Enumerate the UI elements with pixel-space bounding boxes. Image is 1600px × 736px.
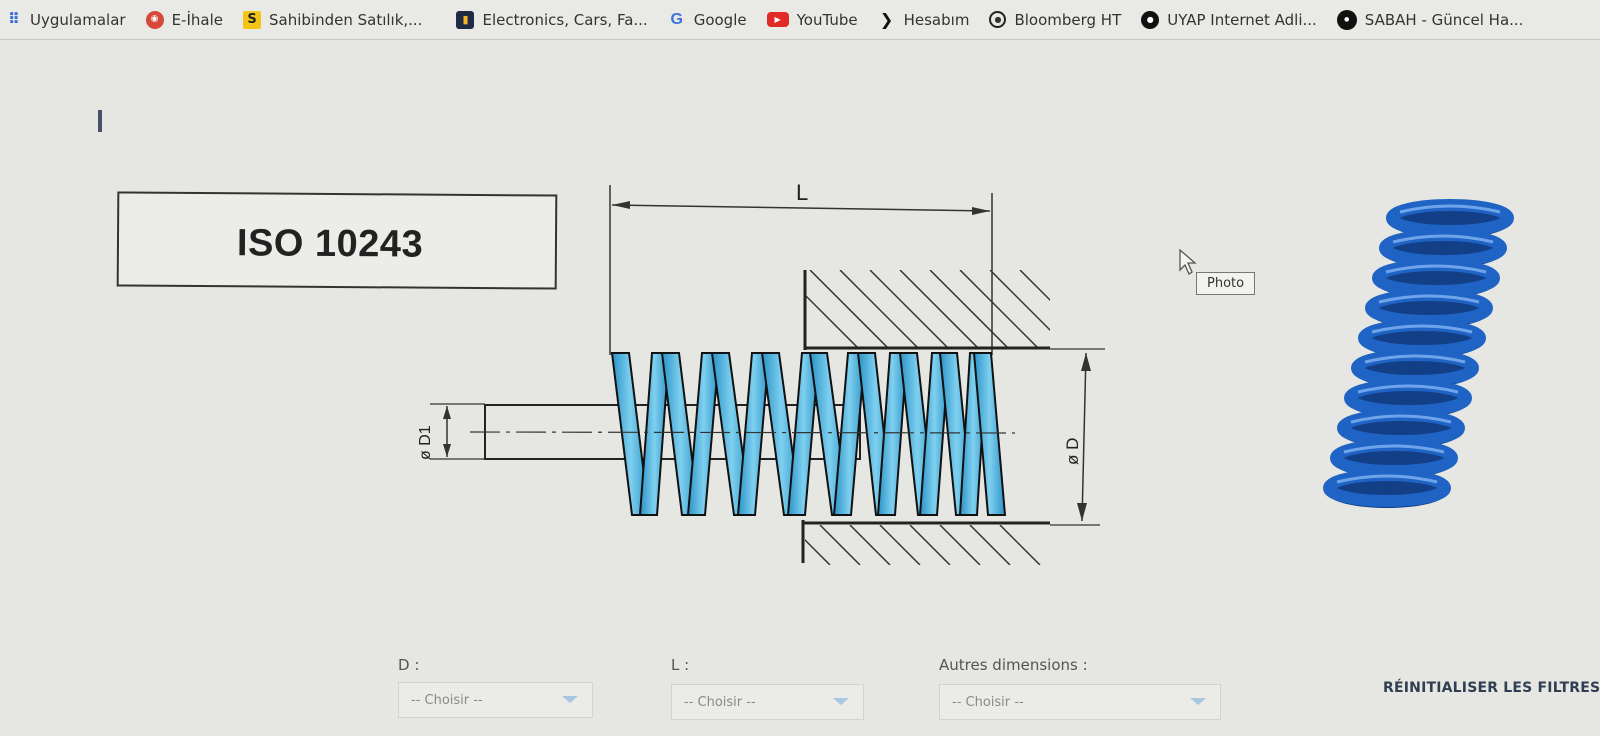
shopping-bag-icon: ▮ <box>456 10 475 29</box>
sahibinden-s-icon: S <box>243 10 261 29</box>
spring-coil-highlight <box>1343 444 1445 454</box>
filter-d-value: -- Choisir -- <box>411 692 483 708</box>
bookmark-label: SABAH - Güncel Ha... <box>1364 10 1524 29</box>
filter-other-value: -- Choisir -- <box>952 694 1024 710</box>
bookmark-apps[interactable]: ⠿ Uygulamalar <box>4 10 126 29</box>
bookmark-sabah[interactable]: ● SABAH - Güncel Ha... <box>1336 9 1524 30</box>
bookmark-youtube[interactable]: ▶ YouTube <box>766 10 858 29</box>
spring-coil-highlight <box>1371 324 1473 334</box>
google-g-icon: G <box>670 10 683 28</box>
bookmark-electronics[interactable]: ▮ Electronics, Cars, Fa... <box>456 10 648 29</box>
arrow-head-d1-bottom <box>443 444 451 457</box>
arrow-head-d-bottom <box>1077 503 1087 521</box>
chevron-down-icon <box>562 696 578 703</box>
spring-coil-highlight <box>1350 414 1452 424</box>
filter-other-select[interactable]: -- Choisir -- <box>939 684 1221 720</box>
spring-coil-highlight <box>1392 234 1494 244</box>
dimension-line-l <box>611 204 991 212</box>
bookmark-label: YouTube <box>796 10 858 29</box>
bookmark-label: Electronics, Cars, Fa... <box>482 10 648 29</box>
text-cursor-mark <box>98 110 102 132</box>
coil-strip <box>972 352 1007 516</box>
chevron-down-icon <box>833 698 849 705</box>
spring-coil-highlight <box>1378 294 1480 304</box>
youtube-icon: ▶ <box>766 12 789 27</box>
spring-technical-diagram: L ø D <box>417 180 1105 565</box>
bookmark-e-ihale[interactable]: ◉ E-İhale <box>145 10 223 29</box>
sabah-icon: ● <box>1336 9 1357 30</box>
filter-d-select[interactable]: -- Choisir -- <box>398 682 593 718</box>
filter-l-label: L : <box>671 656 690 674</box>
standard-title: ISO 10243 <box>236 222 424 266</box>
bookmark-bloomberg[interactable]: ● Bloomberg HT <box>989 11 1121 29</box>
apps-grid-icon: ⠿ <box>8 10 20 28</box>
housing-bottom-hatch <box>805 525 1041 565</box>
bookmark-label: Hesabım <box>903 10 970 29</box>
bookmark-label: Uygulamalar <box>30 10 126 29</box>
mouse-cursor-icon <box>1179 248 1197 275</box>
bookmark-label: Sahibinden Satılık,... <box>269 10 423 29</box>
bloomberg-icon: ● <box>989 11 1007 28</box>
filter-d-label: D : <box>398 656 420 674</box>
bookmark-label: UYAP Internet Adli... <box>1167 10 1317 29</box>
arrow-head-d1-top <box>443 406 451 419</box>
label-d: ø D <box>1063 438 1082 465</box>
ihale-icon: ◉ <box>145 10 164 29</box>
arrow-icon: ❯ <box>879 9 894 29</box>
bookmark-sahibinden[interactable]: S Sahibinden Satılık,... <box>243 10 423 29</box>
arrow-head-l-left <box>612 201 630 209</box>
reset-filters-button[interactable]: RÉINITIALISER LES FILTRES <box>1383 680 1600 696</box>
label-l: L <box>796 180 808 205</box>
bookmark-hesabim[interactable]: ❯ Hesabım <box>878 11 970 29</box>
spring-coils <box>610 352 1007 516</box>
chevron-down-icon <box>1190 698 1206 705</box>
arrow-head-l-right <box>972 207 990 215</box>
bookmarks-bar: ⠿ Uygulamalar ◉ E-İhale S Sahibinden Sat… <box>0 0 1600 40</box>
photo-label: Photo <box>1196 272 1256 295</box>
uyap-icon: ● <box>1141 10 1160 29</box>
spring-coil-highlight <box>1399 204 1501 214</box>
spring-coil-highlight <box>1385 264 1487 274</box>
spring-coil-highlight <box>1336 474 1438 484</box>
bookmark-google[interactable]: G Google <box>668 10 747 29</box>
bookmark-label: Google <box>693 10 747 29</box>
bookmark-uyap[interactable]: ● UYAP Internet Adli... <box>1141 10 1317 29</box>
photo-tooltip-area[interactable]: Photo <box>1178 248 1268 308</box>
filter-l-select[interactable]: -- Choisir -- <box>671 684 864 720</box>
label-d1: ø D1 <box>417 425 434 460</box>
bookmark-label: E-İhale <box>171 10 223 29</box>
spring-coil-highlight <box>1364 354 1466 364</box>
bookmark-label: Bloomberg HT <box>1014 10 1122 29</box>
arrow-head-d-top <box>1081 353 1091 371</box>
filter-l-value: -- Choisir -- <box>684 694 756 710</box>
dimension-line-d <box>1081 352 1087 522</box>
spring-coil-highlight <box>1357 384 1459 394</box>
filter-other-label: Autres dimensions : <box>939 656 1088 674</box>
housing-top-hatch <box>805 270 1050 348</box>
spring-product-photo[interactable] <box>1300 196 1530 526</box>
